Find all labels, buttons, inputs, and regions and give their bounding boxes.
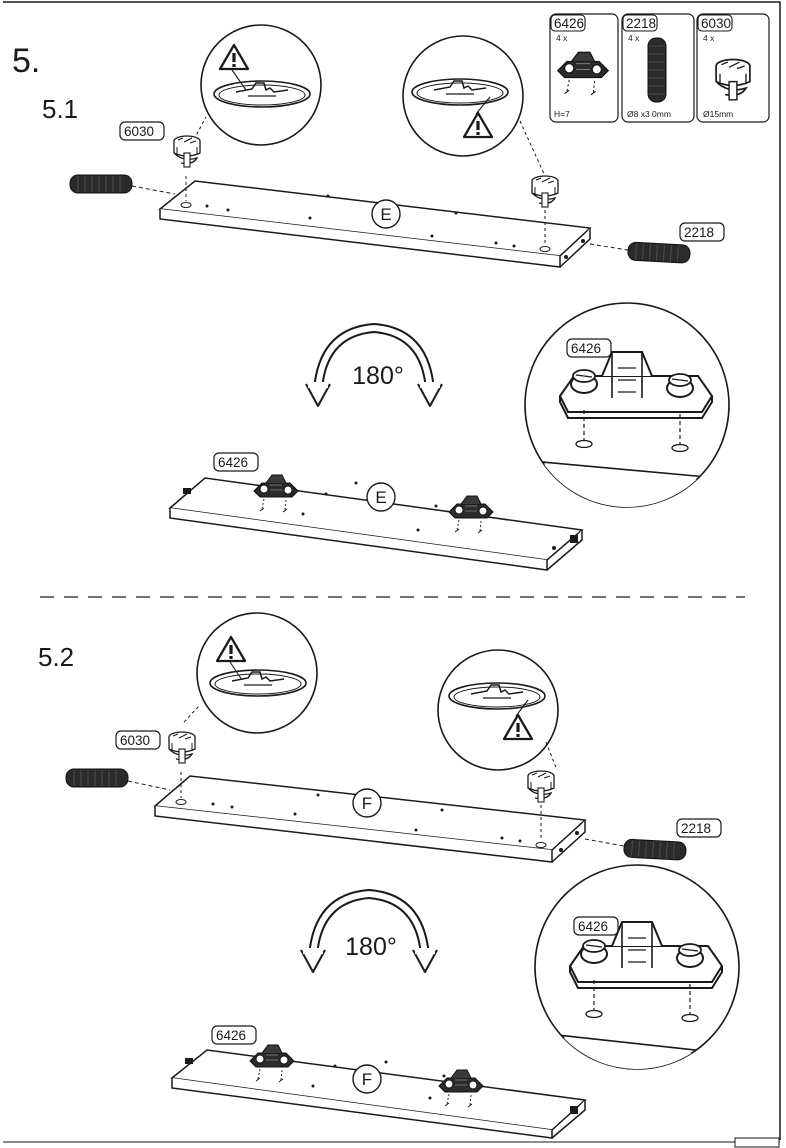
dowel-code-5-1: 2218 [684, 225, 714, 240]
panel-e-flipped-marker [366, 482, 396, 512]
panel-label-f-flipped: F [362, 1070, 372, 1089]
part-qty-6426: 4 x [556, 33, 568, 43]
step-number: 5. [12, 42, 40, 80]
cam-code-5-1: 6030 [124, 124, 154, 139]
panel-f-flipped: F 6426 [170, 1025, 587, 1139]
part-note-6426: H=7 [554, 109, 570, 119]
section-5-2: 5.2 [38, 612, 740, 1139]
panel-e-flipped: E 6426 [168, 452, 584, 571]
panel-f-marker [352, 788, 382, 818]
rotation-label-5-1: 180° [352, 362, 404, 390]
part-note-6030: Ø15mm [703, 109, 733, 119]
dowel-code-5-2: 2218 [681, 821, 711, 836]
page-tab [734, 1137, 780, 1148]
hinge-detail-code-5-2: 6426 [578, 919, 608, 934]
parts-legend: 6426 4 x H=7 2218 4 x Ø8 x3 0mm 6030 4 x… [549, 13, 770, 123]
dowel-left-5-2 [65, 768, 129, 788]
warning-circle-left-5-2 [196, 612, 318, 734]
warning-circle-right [402, 35, 524, 157]
hinge-code-5-2: 6426 [216, 1028, 246, 1043]
section-label-5-1: 5.1 [42, 94, 78, 124]
part-code-6030: 6030 [701, 16, 731, 31]
section-5-1: 5.1 [42, 24, 730, 571]
part-qty-2218: 4 x [628, 33, 640, 43]
part-code-6426: 6426 [554, 16, 584, 31]
cam-code-5-2: 6030 [120, 733, 150, 748]
panel-label-e-flipped: E [375, 488, 386, 507]
panel-f-flipped-marker [352, 1064, 382, 1094]
warning-circle-left [200, 24, 322, 146]
part-note-2218: Ø8 x3 0mm [627, 109, 671, 119]
panel-label-e: E [380, 205, 391, 224]
hinge-detail-circle-5-2: 6426 [534, 864, 740, 1070]
panel-label-f: F [362, 794, 372, 813]
panel-e: E [158, 180, 592, 268]
hinge-code-5-1: 6426 [218, 455, 248, 470]
dowel-icon [647, 37, 667, 103]
cam-lock-right-5-2 [527, 770, 555, 803]
panel-f: F [153, 775, 587, 863]
cam-lock-left-5-2 [168, 731, 196, 764]
cam-lock-left [173, 135, 201, 168]
hinge-detail-code-5-1: 6426 [571, 341, 601, 356]
rotation-label-5-2: 180° [345, 933, 397, 961]
dowel-left [69, 174, 133, 194]
cam-lock-right [531, 175, 559, 208]
page-border [3, 1, 781, 1140]
part-qty-6030: 4 x [703, 33, 715, 43]
part-code-2218: 2218 [626, 16, 656, 31]
warning-circle-right-5-2 [437, 649, 559, 771]
dowel-right [627, 241, 691, 264]
section-label-5-2: 5.2 [38, 642, 74, 672]
panel-e-marker [371, 199, 401, 229]
dowel-right-5-2 [623, 838, 687, 861]
hinge-detail-circle-5-1: 6426 [524, 302, 730, 508]
